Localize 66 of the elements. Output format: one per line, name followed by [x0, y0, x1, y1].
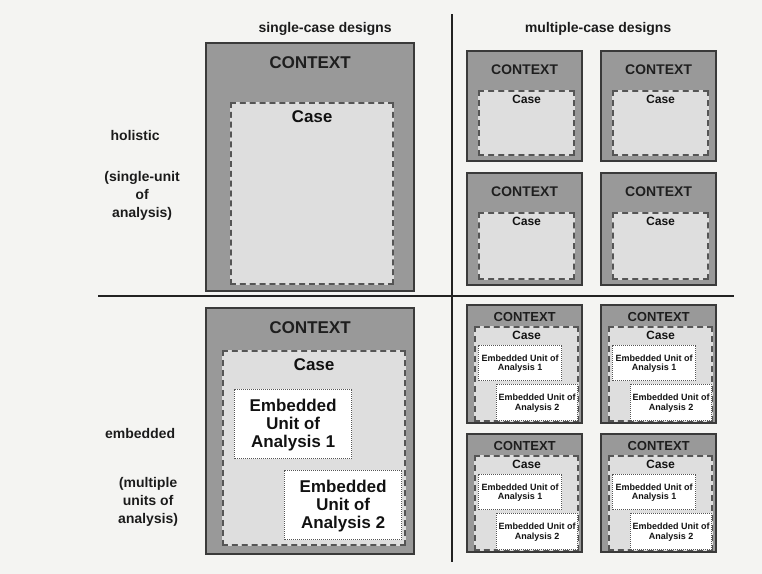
column-heading: single-case designs: [257, 18, 393, 36]
case-box: [230, 102, 394, 285]
context-label: CONTEXT: [491, 62, 558, 77]
context-box: [466, 172, 583, 286]
row-label: (single-unit of analysis): [104, 167, 180, 222]
case-label: Case: [646, 458, 675, 471]
case-box: [478, 212, 575, 280]
context-label: CONTEXT: [627, 439, 690, 453]
unit-label: Embedded Unit of Analysis 1: [480, 482, 560, 502]
unit-label: Embedded Unit of Analysis 2: [298, 478, 388, 532]
case-box: [612, 90, 709, 156]
column-heading: multiple-case designs: [524, 18, 672, 36]
context-label: CONTEXT: [269, 54, 351, 72]
context-label: CONTEXT: [491, 184, 558, 199]
row-label: (multiple units of analysis): [117, 473, 179, 528]
context-box: [600, 50, 717, 162]
unit-label: Embedded Unit of Analysis 1: [614, 482, 694, 502]
unit-label: Embedded Unit of Analysis 1: [480, 354, 560, 372]
context-label: CONTEXT: [493, 310, 556, 324]
case-label: Case: [512, 458, 541, 471]
case-box: [474, 455, 579, 551]
context-box: [600, 304, 717, 424]
unit-label: Embedded Unit of Analysis 1: [248, 397, 338, 451]
unit-label: Embedded Unit of Analysis 1: [614, 354, 694, 372]
case-box: [222, 350, 406, 546]
case-box: [474, 326, 579, 422]
case-box: [608, 326, 713, 422]
context-label: CONTEXT: [625, 184, 692, 199]
embedded-unit-box: [234, 389, 352, 459]
case-box: [478, 90, 575, 156]
case-label: Case: [646, 215, 675, 228]
context-box: [205, 307, 415, 555]
row-label: embedded: [104, 424, 176, 442]
embedded-unit-box: [284, 470, 402, 540]
embedded-unit-box: [630, 513, 712, 550]
case-label: Case: [646, 93, 675, 106]
unit-label: Embedded Unit of Analysis 2: [498, 522, 576, 541]
case-label: Case: [512, 93, 541, 106]
case-label: Case: [512, 215, 541, 228]
unit-label: Embedded Unit of Analysis 2: [498, 393, 576, 412]
context-label: CONTEXT: [627, 310, 690, 324]
context-label: CONTEXT: [493, 439, 556, 453]
context-box: [600, 172, 717, 286]
row-label: holistic: [109, 126, 160, 144]
context-label: CONTEXT: [625, 62, 692, 77]
embedded-unit-box: [478, 345, 562, 381]
case-label: Case: [646, 329, 675, 342]
context-box: [466, 304, 583, 424]
context-label: CONTEXT: [269, 319, 351, 337]
embedded-unit-box: [630, 384, 712, 421]
embedded-unit-box: [496, 513, 578, 550]
context-box: [205, 42, 415, 292]
case-box: [608, 455, 713, 551]
unit-label: Embedded Unit of Analysis 2: [632, 393, 710, 412]
embedded-unit-box: [612, 345, 696, 381]
case-label: Case: [292, 108, 332, 126]
context-box: [466, 50, 583, 162]
case-box: [612, 212, 709, 280]
context-box: [466, 433, 583, 553]
unit-label: Embedded Unit of Analysis 2: [632, 522, 710, 541]
embedded-unit-box: [496, 384, 578, 421]
case-label: Case: [294, 356, 334, 374]
case-label: Case: [512, 329, 541, 342]
context-box: [600, 433, 717, 553]
embedded-unit-box: [478, 474, 562, 510]
embedded-unit-box: [612, 474, 696, 510]
